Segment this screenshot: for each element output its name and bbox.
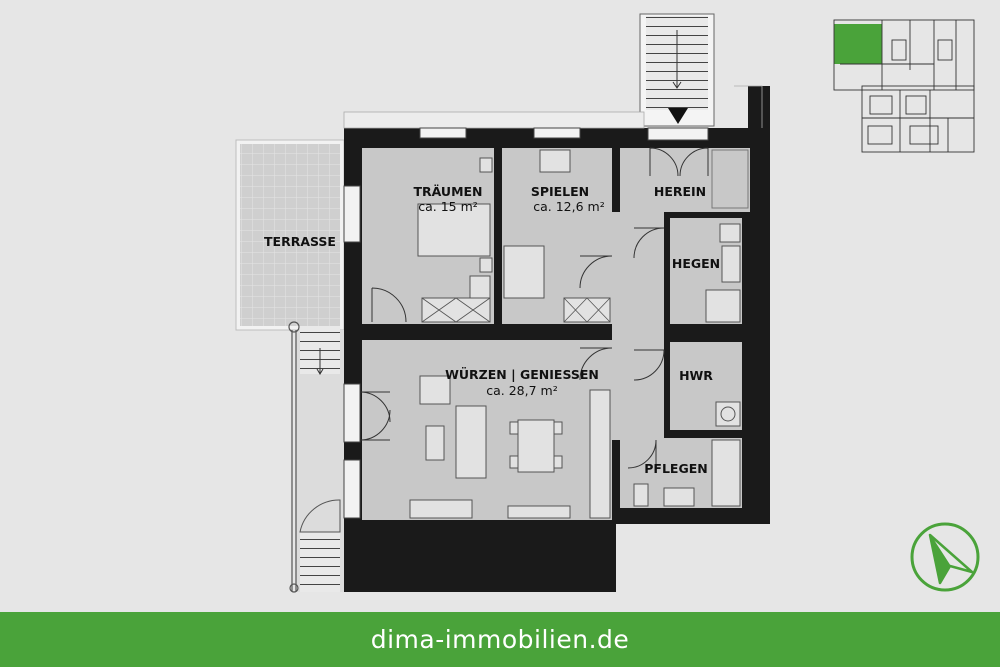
room-label-hwr: HWR (679, 368, 713, 383)
footer-bar: dima-immobilien.de (0, 612, 1000, 667)
room-label-terrasse: TERRASSE (264, 234, 336, 249)
room-label-pflegen: PFLEGEN (644, 461, 707, 476)
room-label-traeumen: TRÄUMEN (413, 184, 482, 199)
furniture (409, 149, 749, 519)
room-area-traeumen: ca. 15 m² (418, 199, 478, 214)
room-label-hegen: HEGEN (672, 256, 720, 271)
room-label-spielen: SPIELEN (531, 184, 589, 199)
terrace (235, 139, 345, 331)
entrance-marker-icon (668, 108, 688, 124)
floor-plan: TRÄUMEN ca. 15 m² SPIELEN ca. 12,6 m² HE… (235, 13, 980, 593)
room-label-wuerzen: WÜRZEN | GENIESSEN (445, 367, 599, 382)
room-area-spielen: ca. 12,6 m² (533, 199, 604, 214)
website-link[interactable]: dima-immobilien.de (370, 625, 630, 654)
windows (343, 127, 709, 519)
room-label-herein: HEREIN (654, 184, 706, 199)
entry-staircase (639, 13, 715, 127)
room-labels: TRÄUMEN ca. 15 m² SPIELEN ca. 12,6 m² HE… (264, 184, 720, 476)
room-area-wuerzen: ca. 28,7 m² (486, 383, 557, 398)
doors (359, 147, 709, 469)
side-staircase (288, 321, 344, 593)
key-plan-thumbnail (833, 19, 975, 153)
compass-icon (910, 522, 980, 592)
